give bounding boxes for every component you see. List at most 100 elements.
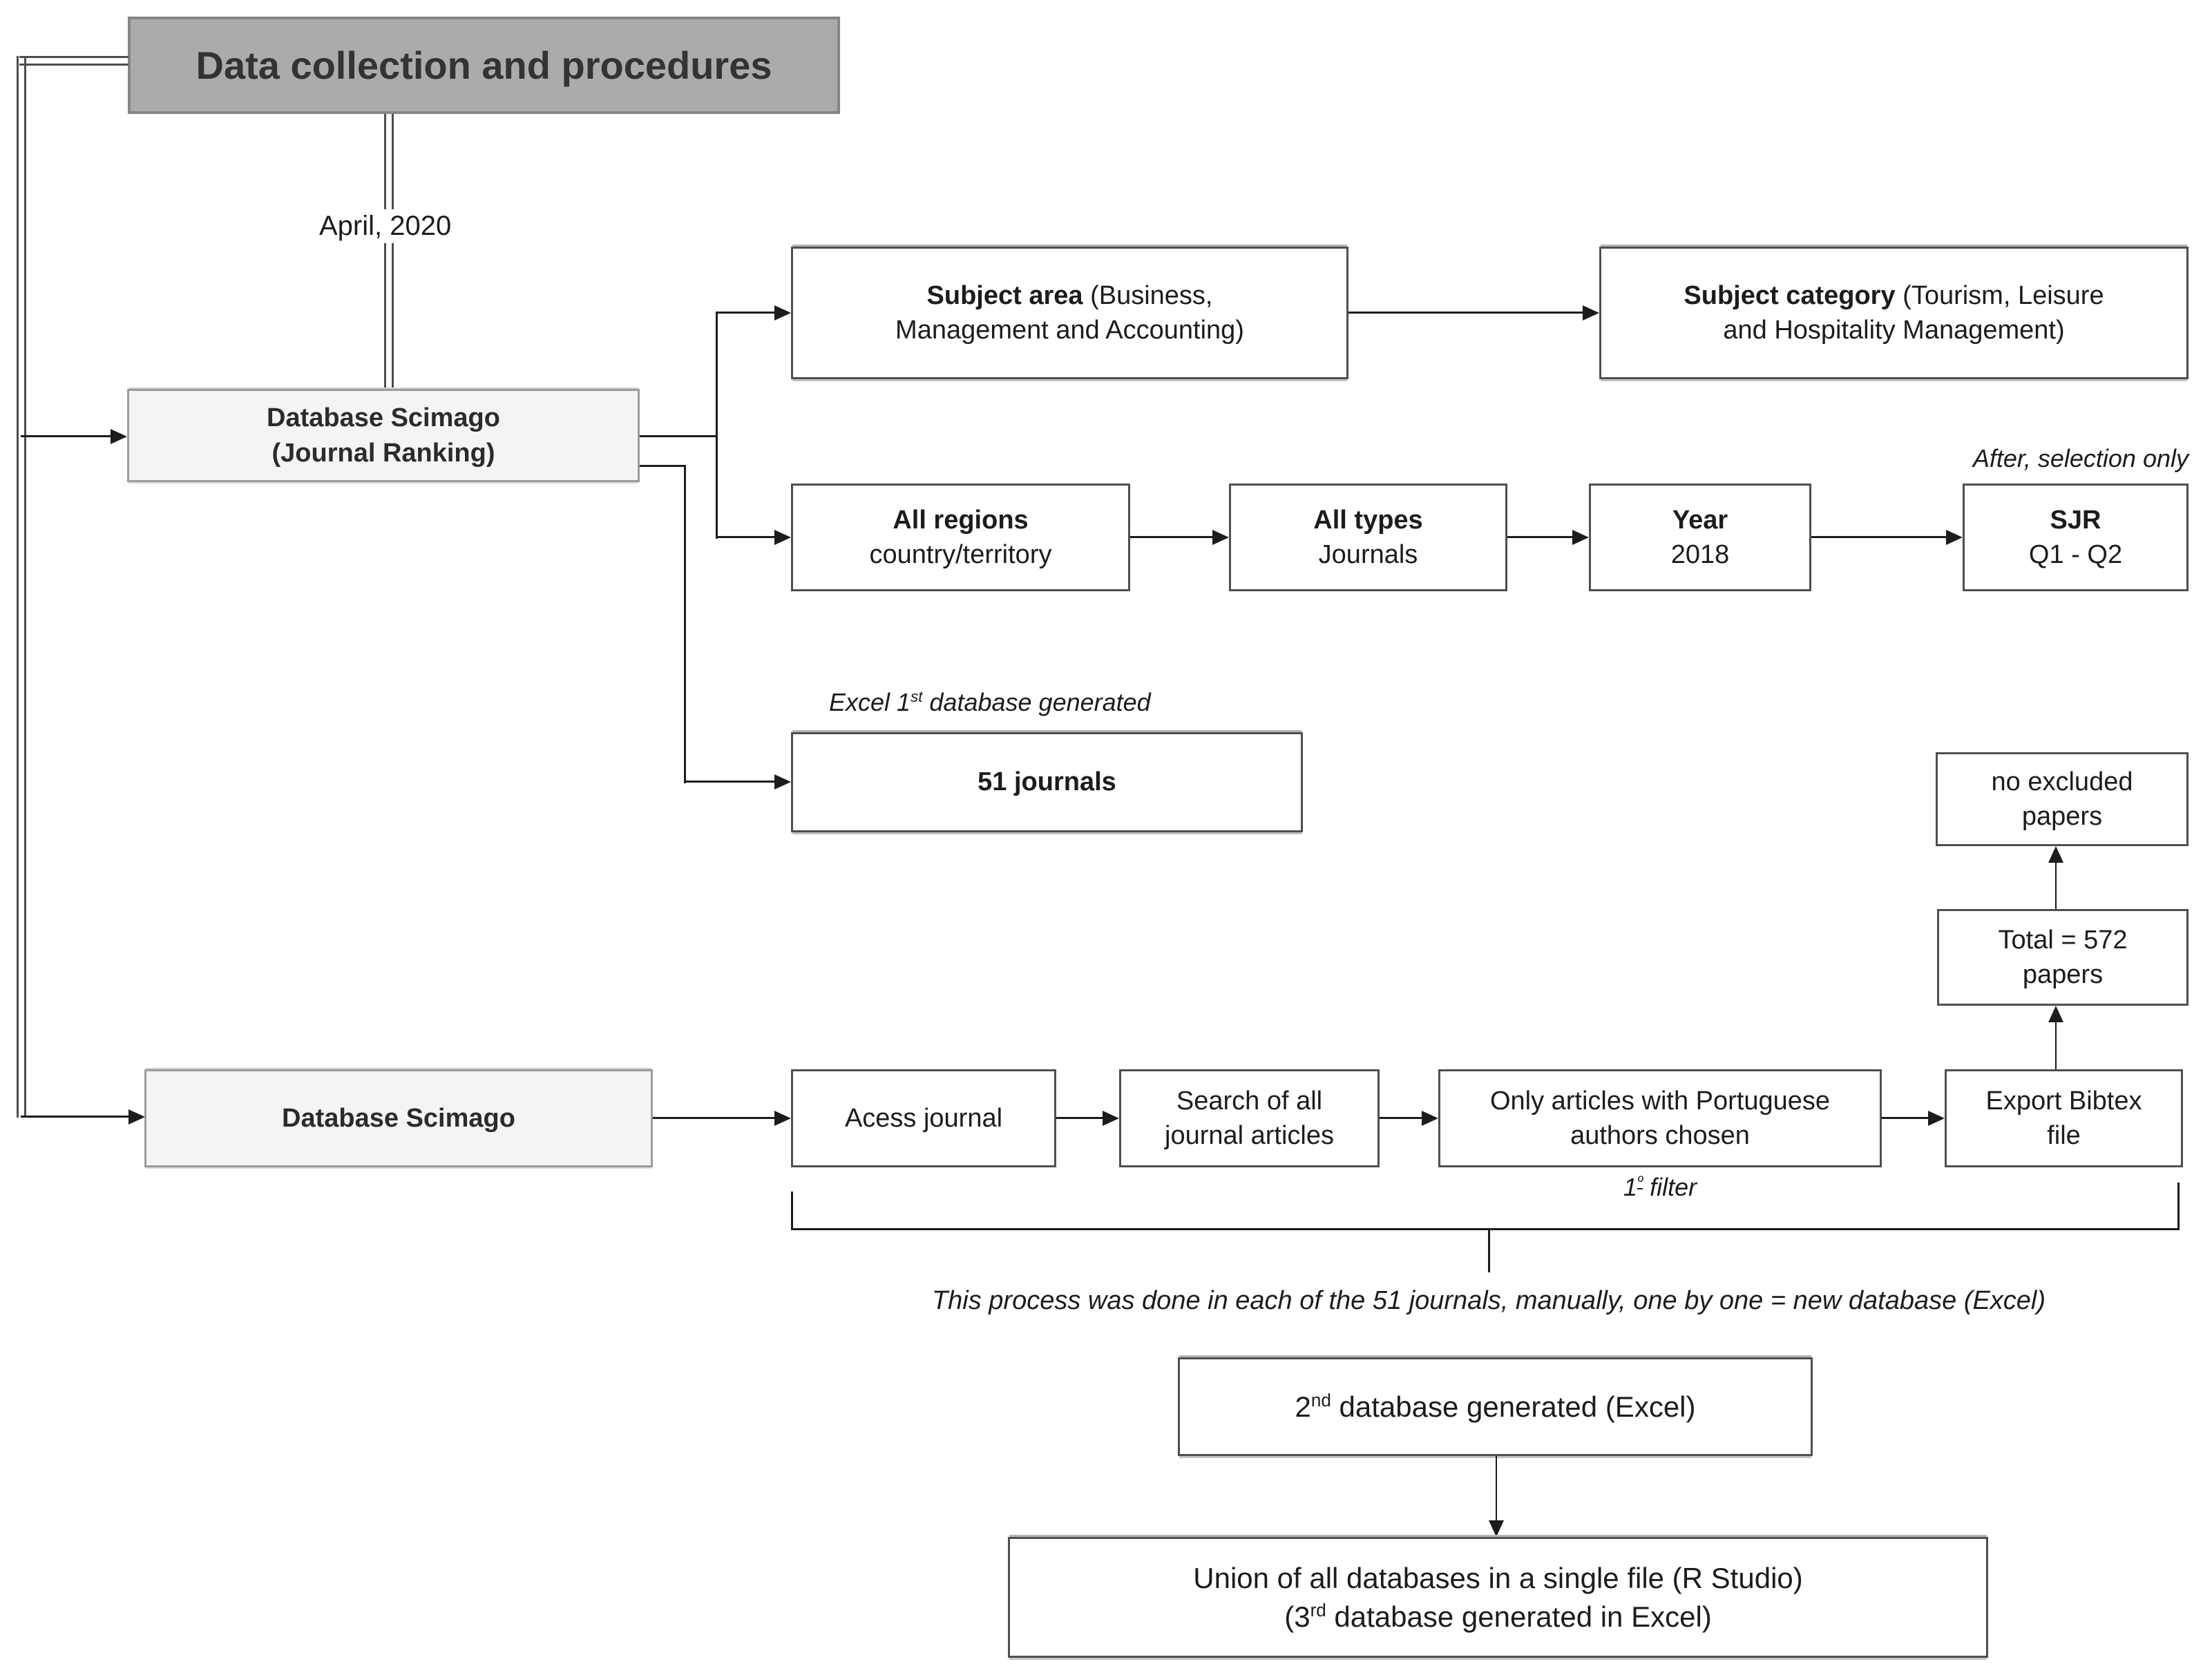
no-excluded-line2: papers	[2021, 802, 2103, 831]
box-subject-area: Subject area (Business, Management and A…	[791, 247, 1348, 379]
export-bibtex-line1: Export Bibtex	[1985, 1086, 2142, 1116]
arrowhead-into-subject-area	[774, 305, 791, 321]
only-articles-line1: Only articles with Portuguese	[1489, 1086, 1831, 1116]
arrowhead-into-year	[1572, 530, 1589, 545]
filter-note-post: filter	[1643, 1173, 1697, 1201]
box-export-bibtex: Export Bibtex file	[1945, 1069, 2183, 1167]
search-all-line1: Search of all	[1176, 1086, 1323, 1116]
arrowhead-into-all-types	[1212, 530, 1229, 545]
box-only-articles: Only articles with Portuguese authors ch…	[1438, 1069, 1882, 1167]
db-ranking-line1: Database Scimago	[267, 403, 500, 433]
arrowhead-into-total	[2048, 1006, 2063, 1022]
box-51-journals: 51 journals	[791, 732, 1303, 832]
row2-arrow3-line	[1811, 536, 1947, 538]
box-no-excluded: no excluded papers	[1936, 752, 2189, 846]
union-line2-post: database generated in Excel)	[1326, 1600, 1712, 1633]
bracket-horizontal	[791, 1228, 2180, 1230]
subject-category-rest2: and Hospitality Management)	[1723, 316, 2065, 345]
box-subject-category: Subject category (Tourism, Leisure and H…	[1599, 247, 2189, 379]
db-scimago2-text: Database Scimago	[282, 1103, 515, 1133]
export-to-total-line	[2055, 1021, 2057, 1069]
subject-arrow-line	[1348, 312, 1584, 314]
rail-branch2-line	[21, 1116, 128, 1118]
search-all-line2: journal articles	[1165, 1121, 1334, 1150]
sjr-line2: Q1 - Q2	[2028, 540, 2123, 569]
arrowhead-into-search-all	[1103, 1111, 1119, 1126]
sjr-line1: SJR	[2050, 505, 2101, 535]
row3-arrow2-line	[1056, 1117, 1104, 1119]
connector1-v	[716, 312, 718, 539]
bracket-center-stub	[1488, 1230, 1490, 1272]
filter-note: 1º filter	[1522, 1173, 1798, 1202]
rail-left-vertical	[17, 56, 26, 1118]
connector1-h	[640, 435, 717, 437]
box-search-all: Search of all journal articles	[1119, 1069, 1380, 1167]
only-articles-line2: authors chosen	[1570, 1121, 1750, 1150]
subject-category-text: Subject category (Tourism, Leisure and H…	[1684, 278, 2104, 347]
box-total-572: Total = 572 papers	[1937, 909, 2189, 1006]
subject-area-text: Subject area (Business, Management and A…	[895, 278, 1244, 347]
db2-post: database generated (Excel)	[1331, 1390, 1696, 1423]
after-selection-text: After, selection only	[1972, 444, 2189, 472]
arrowhead-into-db-scimago2	[128, 1109, 145, 1125]
excel-note: Excel 1st database generated	[829, 688, 1151, 717]
filter-note-sup: º	[1637, 1173, 1643, 1190]
db2-pre: 2	[1295, 1390, 1311, 1423]
date-label: April, 2020	[312, 209, 459, 243]
2nd-database-text: 2nd database generated (Excel)	[1295, 1388, 1696, 1426]
union-line2: (3rd database generated in Excel)	[1284, 1598, 1712, 1636]
box-union: Union of all databases in a single file …	[1008, 1537, 1988, 1658]
all-types-line1: All types	[1313, 505, 1423, 535]
box-all-types: All types Journals	[1229, 484, 1507, 591]
arrowhead-into-subject-category	[1583, 305, 1599, 321]
arrowhead-into-all-regions	[774, 530, 791, 545]
excel-note-pre: Excel 1	[829, 688, 911, 716]
box-all-regions: All regions country/territory	[791, 484, 1130, 591]
subject-category-rest1: (Tourism, Leisure	[1895, 280, 2104, 310]
subject-category-bold: Subject category	[1684, 280, 1896, 310]
total-to-noexcluded-line	[2055, 861, 2057, 909]
total-line1: Total = 572	[1998, 925, 2128, 955]
union-line2-pre: (3	[1284, 1600, 1310, 1633]
all-regions-line2: country/territory	[869, 540, 1052, 569]
year-line2: 2018	[1670, 540, 1730, 569]
subject-area-bold: Subject area	[926, 280, 1083, 310]
bracket-right-stub	[2177, 1183, 2180, 1230]
arrowhead-into-no-excluded	[2048, 846, 2063, 863]
arrowhead-into-only-articles	[1422, 1111, 1438, 1126]
after-selection-note: After, selection only	[1838, 444, 2189, 473]
no-excluded-line1: no excluded	[1991, 767, 2133, 796]
rail-top-connector	[19, 56, 128, 66]
arrowhead-into-sjr	[1946, 530, 1963, 545]
box-2nd-database: 2nd database generated (Excel)	[1178, 1357, 1813, 1456]
subject-area-rest2: Management and Accounting)	[895, 316, 1244, 345]
row3-arrow1-line	[653, 1117, 776, 1119]
box-db-scimago2: Database Scimago	[144, 1069, 653, 1167]
page-title: Data collection and procedures	[196, 44, 772, 87]
row2-arrow1-line	[1130, 536, 1214, 538]
excel-note-post: database generated	[922, 688, 1151, 716]
export-bibtex-line2: file	[2047, 1121, 2081, 1150]
process-note: This process was done in each of the 51 …	[794, 1286, 2183, 1316]
all-regions-line1: All regions	[893, 505, 1029, 535]
access-journal-text: Acess journal	[844, 1103, 1003, 1133]
connector1-bottom-h	[716, 536, 776, 538]
row2-arrow2-line	[1507, 536, 1574, 538]
union-line1: Union of all databases in a single file …	[1193, 1562, 1803, 1595]
db2-sup: nd	[1310, 1389, 1331, 1410]
rail-branch1-line	[21, 435, 112, 437]
connector1-top-h	[716, 312, 776, 314]
excel-note-sup: st	[910, 688, 923, 705]
arrowhead-into-access-journal	[774, 1111, 791, 1126]
process-note-text: This process was done in each of the 51 …	[931, 1286, 2046, 1315]
box-sjr: SJR Q1 - Q2	[1963, 484, 2189, 591]
date-text: April, 2020	[319, 211, 452, 241]
arrowhead-into-union	[1489, 1520, 1504, 1537]
union-line2-sup: rd	[1310, 1599, 1326, 1620]
title-to-db-connector	[384, 114, 394, 389]
box-year: Year 2018	[1589, 484, 1811, 591]
year-line1: Year	[1672, 505, 1728, 535]
db2-to-union-line	[1496, 1456, 1497, 1522]
connector2-v	[684, 465, 686, 783]
